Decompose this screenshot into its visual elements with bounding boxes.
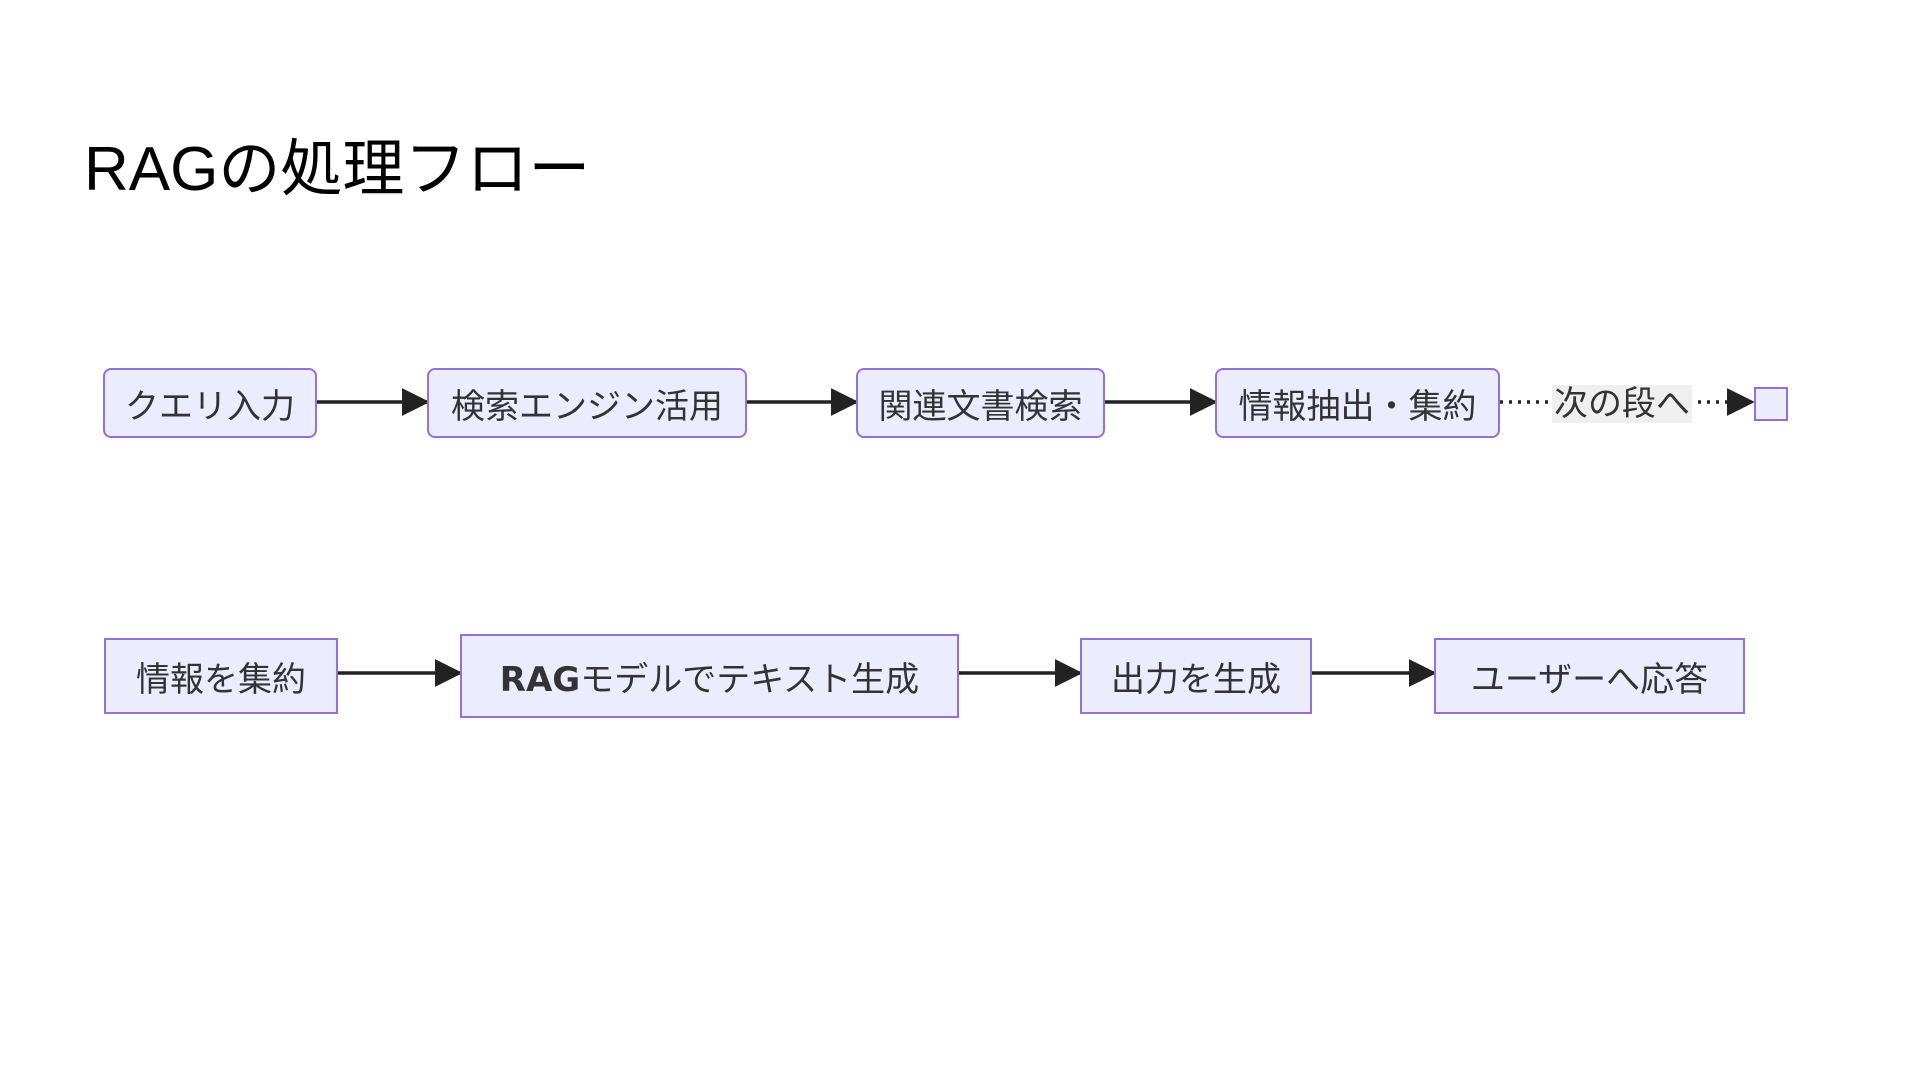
rag-generation-text: モデルでテキスト生成 [580, 659, 920, 700]
node-rag-text-generation: RAGモデルでテキスト生成 [460, 634, 959, 718]
node-user-response-label: ユーザーへ応答 [1470, 659, 1709, 700]
node-aggregate-info: 情報を集約 [104, 638, 338, 714]
rag-prefix: RAG [499, 659, 581, 700]
slide-title: RAGの処理フロー [84, 135, 591, 204]
node-query-input: クエリ入力 [103, 368, 317, 438]
node-related-doc-search: 関連文書検索 [856, 368, 1105, 438]
node-rag-text-generation-label: RAGモデルでテキスト生成 [500, 652, 919, 701]
node-search-engine: 検索エンジン活用 [427, 368, 747, 438]
node-generate-output-label: 出力を生成 [1111, 659, 1281, 700]
node-aggregate-info-label: 情報を集約 [136, 659, 306, 700]
node-related-doc-search-label: 関連文書検索 [878, 386, 1083, 427]
node-generate-output: 出力を生成 [1080, 638, 1312, 714]
node-info-extraction-label: 情報抽出・集約 [1238, 386, 1477, 427]
node-search-engine-label: 検索エンジン活用 [451, 386, 723, 427]
node-next-stage-placeholder [1754, 387, 1788, 421]
node-query-input-label: クエリ入力 [125, 386, 295, 427]
edge-label-next-stage: 次の段へ [1552, 384, 1692, 424]
node-user-response: ユーザーへ応答 [1434, 638, 1745, 714]
node-info-extraction: 情報抽出・集約 [1215, 368, 1500, 438]
